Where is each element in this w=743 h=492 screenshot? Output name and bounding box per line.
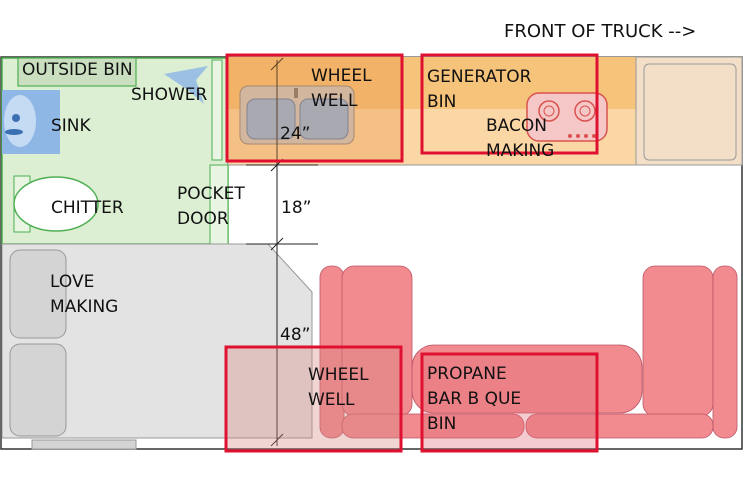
- front-of-truck-label: FRONT OF TRUCK -->: [504, 21, 696, 42]
- propane-bin-line-3: BIN: [427, 414, 456, 434]
- propane-bin-label: PROPANE BAR B QUE BIN: [427, 364, 527, 434]
- wheel-well-bottom-box: [224, 345, 403, 453]
- bed-depth-label: 48”: [280, 325, 310, 345]
- dimension-line: [246, 57, 318, 447]
- bed-pillow-bottom: [9, 343, 67, 437]
- shower-label: SHOWER: [131, 85, 208, 105]
- love-making-line-1: LOVE: [50, 272, 94, 292]
- wheel-well-bottom-line-1: WHEEL: [308, 365, 369, 385]
- bed-platform: [1, 243, 313, 439]
- generator-bin-line-1: GENERATOR: [427, 67, 532, 87]
- wheel-well-top-box: [225, 53, 404, 163]
- pocket-door-label: POCKET DOOR: [177, 184, 250, 229]
- counter-depth-label: 24”: [280, 124, 310, 144]
- wheel-well-bottom-label: WHEEL WELL: [308, 365, 374, 410]
- generator-bin-box: [420, 53, 599, 155]
- propane-bin-line-2: BAR B QUE: [427, 389, 521, 409]
- bed-step: [31, 439, 137, 450]
- propane-bin-box: [420, 352, 599, 453]
- love-making-label: LOVE MAKING: [50, 272, 118, 317]
- stove-icon: [526, 92, 608, 142]
- kitchen-sink-icon: [239, 85, 355, 145]
- shower-partition: [211, 59, 223, 161]
- outside-bin: [17, 57, 137, 87]
- bacon-making-line-2: MAKING: [486, 141, 554, 161]
- wheel-well-top-label: WHEEL WELL: [311, 66, 377, 111]
- dinette-seating: [319, 265, 738, 439]
- love-making-line-2: MAKING: [50, 297, 118, 317]
- generator-bin-line-2: BIN: [427, 92, 456, 112]
- fridge-inner: [643, 63, 737, 161]
- wheel-well-bottom-line-2: WELL: [308, 390, 355, 410]
- shower-icon: [164, 66, 208, 104]
- wheel-well-top-line-1: WHEEL: [311, 66, 372, 86]
- wheel-well-top-line-2: WELL: [311, 91, 358, 111]
- pocket-door-line-1: POCKET: [177, 184, 245, 204]
- propane-bin-line-1: PROPANE: [427, 364, 507, 384]
- sink-label: SINK: [51, 116, 92, 136]
- pocket-door-line-2: DOOR: [177, 209, 229, 229]
- bed-pillow-top: [9, 249, 67, 339]
- toilet-icon: [13, 175, 99, 233]
- generator-bin-label: GENERATOR BIN: [427, 67, 537, 112]
- sink-icon: [2, 90, 60, 154]
- outside-bin-label: OUTSIDE BIN: [22, 60, 133, 80]
- bacon-making-label: BACON MAKING: [486, 116, 554, 161]
- pocket-door: [209, 164, 229, 245]
- bacon-making-line-1: BACON: [486, 116, 547, 136]
- chitter-label: CHITTER: [51, 198, 124, 218]
- aisle-width-label: 18”: [281, 198, 311, 218]
